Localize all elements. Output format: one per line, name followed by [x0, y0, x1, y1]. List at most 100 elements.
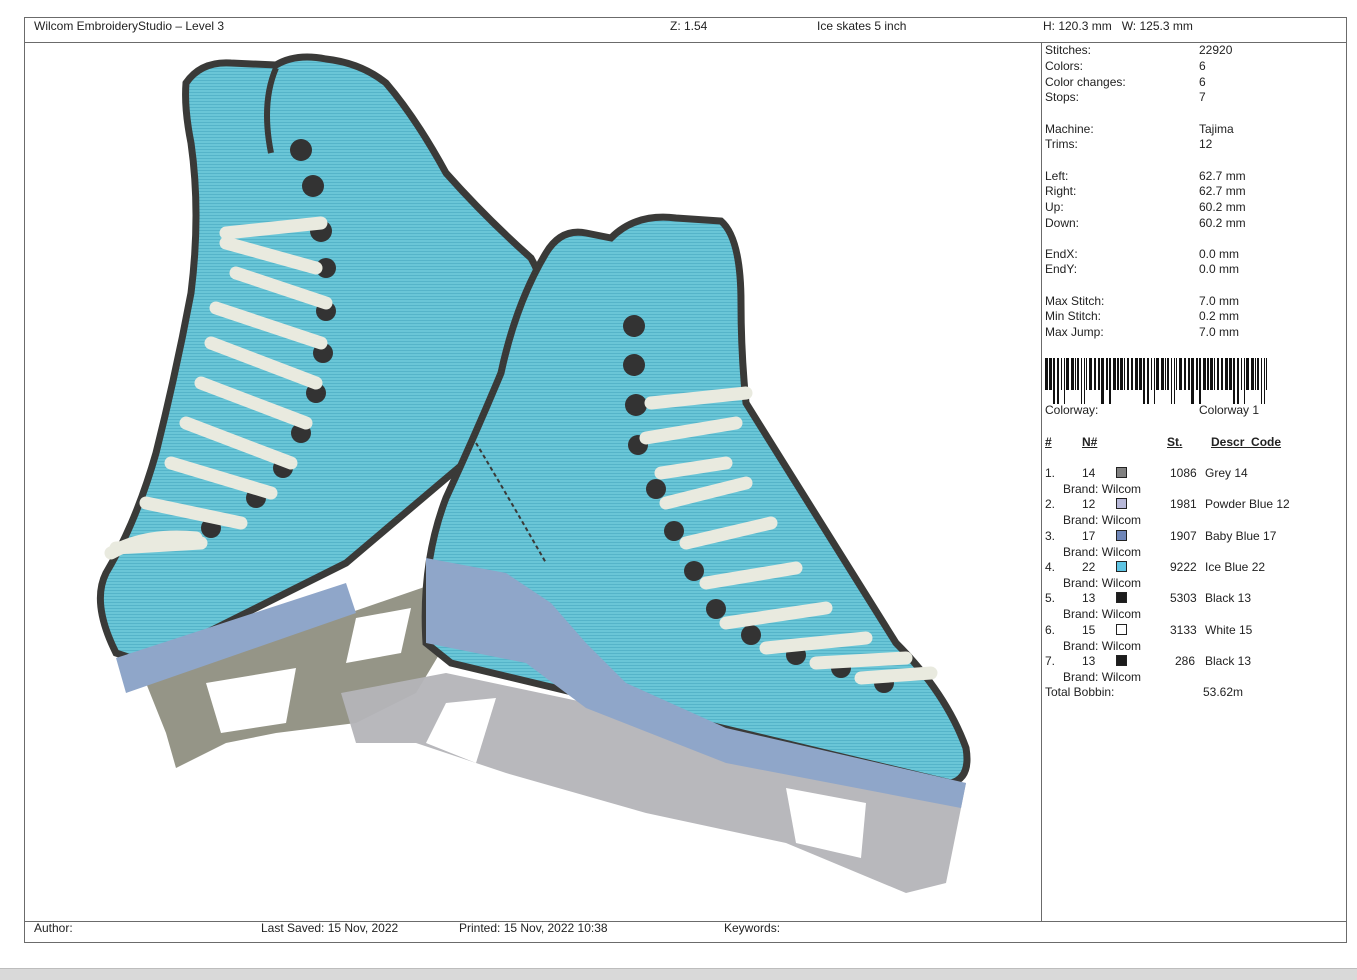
row-description: Baby Blue 17 — [1205, 529, 1277, 543]
barcode-bar — [1064, 358, 1065, 404]
row-number: 3. — [1045, 529, 1056, 543]
barcode-bar — [1241, 358, 1242, 390]
row-needle: 14 — [1082, 466, 1096, 480]
color-swatch — [1116, 624, 1127, 635]
row-needle: 17 — [1082, 529, 1096, 543]
colorway-label: Colorway: — [1045, 403, 1099, 417]
barcode-bar — [1066, 358, 1069, 390]
row-number: 7. — [1045, 654, 1056, 668]
barcode-bar — [1203, 358, 1206, 390]
barcode-bar — [1196, 358, 1198, 390]
barcode-bar — [1199, 358, 1201, 404]
stat-value: 0.0 mm — [1199, 247, 1240, 261]
barcode-bar — [1165, 358, 1166, 390]
stat-value: 6 — [1199, 59, 1206, 73]
stat-value: 7 — [1199, 90, 1206, 104]
barcode-bar — [1207, 358, 1209, 390]
barcode-bar — [1109, 358, 1111, 404]
stat-label: Max Stitch: — [1045, 294, 1105, 308]
back-skate-laces — [104, 216, 333, 560]
stat-label: Colors: — [1045, 59, 1084, 73]
barcode-bar — [1101, 358, 1104, 404]
stat-label: Left: — [1045, 169, 1069, 183]
footer-last-saved: Last Saved: 15 Nov, 2022 — [261, 921, 399, 935]
stat-label: Stops: — [1045, 90, 1080, 104]
barcode-bar — [1124, 358, 1125, 390]
stat-label: Machine: — [1045, 122, 1094, 136]
row-brand: Brand: Wilcom — [1063, 639, 1142, 653]
barcode-bar — [1237, 358, 1239, 404]
embroidery-design-preview — [96, 53, 971, 893]
barcode-bar — [1266, 358, 1267, 390]
barcode-bar — [1094, 358, 1096, 390]
barcode-bar — [1188, 358, 1190, 390]
color-swatch — [1116, 498, 1127, 509]
barcode-bar — [1127, 358, 1129, 390]
stat-label: Stitches: — [1045, 43, 1092, 57]
stat-value: 0.2 mm — [1199, 309, 1240, 323]
barcode-bar — [1049, 358, 1052, 390]
window-bottom-bar — [0, 968, 1357, 980]
barcode-bar — [1106, 358, 1108, 390]
barcode-bar — [1217, 358, 1219, 390]
stat-label: Trims: — [1045, 137, 1078, 151]
total-bobbin-label: Total Bobbin: — [1045, 685, 1115, 699]
stat-label: Right: — [1045, 184, 1077, 198]
row-needle: 15 — [1082, 623, 1096, 637]
barcode-bar — [1251, 358, 1254, 390]
barcode-bar — [1225, 358, 1228, 390]
barcode-bar — [1113, 358, 1116, 390]
row-number: 4. — [1045, 560, 1056, 574]
barcode-bar — [1191, 358, 1194, 404]
design-barcode — [1045, 358, 1267, 404]
barcode-bar — [1151, 358, 1152, 390]
color-row: 6. 15 3133 White 15 Brand: Wilcom — [1045, 623, 1345, 654]
front-skate-laces — [639, 386, 938, 685]
row-needle: 13 — [1082, 654, 1096, 668]
barcode-bar — [1120, 358, 1123, 390]
barcode-bar — [1174, 358, 1175, 404]
stat-value: 22920 — [1199, 43, 1233, 57]
design-name: Ice skates 5 inch — [817, 19, 907, 33]
row-description: Powder Blue 12 — [1205, 497, 1290, 511]
print-sheet — [24, 17, 1347, 943]
color-swatch — [1116, 592, 1127, 603]
row-description: White 15 — [1205, 623, 1253, 637]
color-swatch — [1116, 530, 1127, 541]
footer-divider — [25, 921, 1346, 922]
zoom-readout: Z: 1.54 — [670, 19, 708, 33]
barcode-bar — [1244, 358, 1245, 404]
barcode-bar — [1071, 358, 1074, 390]
stat-value: 60.2 mm — [1199, 216, 1246, 230]
stat-value: 7.0 mm — [1199, 325, 1240, 339]
stat-value: 12 — [1199, 137, 1213, 151]
stat-value: 62.7 mm — [1199, 184, 1246, 198]
stat-value: Tajima — [1199, 122, 1234, 136]
barcode-bar — [1167, 358, 1169, 390]
color-row: 3. 17 1907 Baby Blue 17 Brand: Wilcom — [1045, 529, 1345, 560]
color-row: 1. 14 1086 Grey 14 Brand: Wilcom — [1045, 466, 1345, 497]
barcode-bar — [1135, 358, 1138, 390]
barcode-bar — [1214, 358, 1215, 390]
info-panel-divider — [1041, 42, 1042, 921]
barcode-bar — [1246, 358, 1249, 390]
row-brand: Brand: Wilcom — [1063, 670, 1142, 684]
stat-label: Down: — [1045, 216, 1080, 230]
barcode-bar — [1045, 358, 1048, 390]
total-bobbin-value: 53.62m — [1203, 685, 1244, 699]
stat-label: EndX: — [1045, 247, 1078, 261]
col-header-number: # — [1045, 435, 1052, 449]
header-divider — [25, 42, 1346, 43]
barcode-bar — [1154, 358, 1155, 404]
barcode-bar — [1184, 358, 1186, 390]
barcode-bar — [1131, 358, 1133, 390]
barcode-bar — [1147, 358, 1149, 404]
colorway-value: Colorway 1 — [1199, 403, 1260, 417]
barcode-bar — [1210, 358, 1213, 390]
barcode-bar — [1233, 358, 1235, 404]
barcode-bar — [1221, 358, 1223, 390]
row-number: 5. — [1045, 591, 1056, 605]
row-brand: Brand: Wilcom — [1063, 607, 1142, 621]
row-needle: 12 — [1082, 497, 1096, 511]
stat-label: Up: — [1045, 200, 1064, 214]
